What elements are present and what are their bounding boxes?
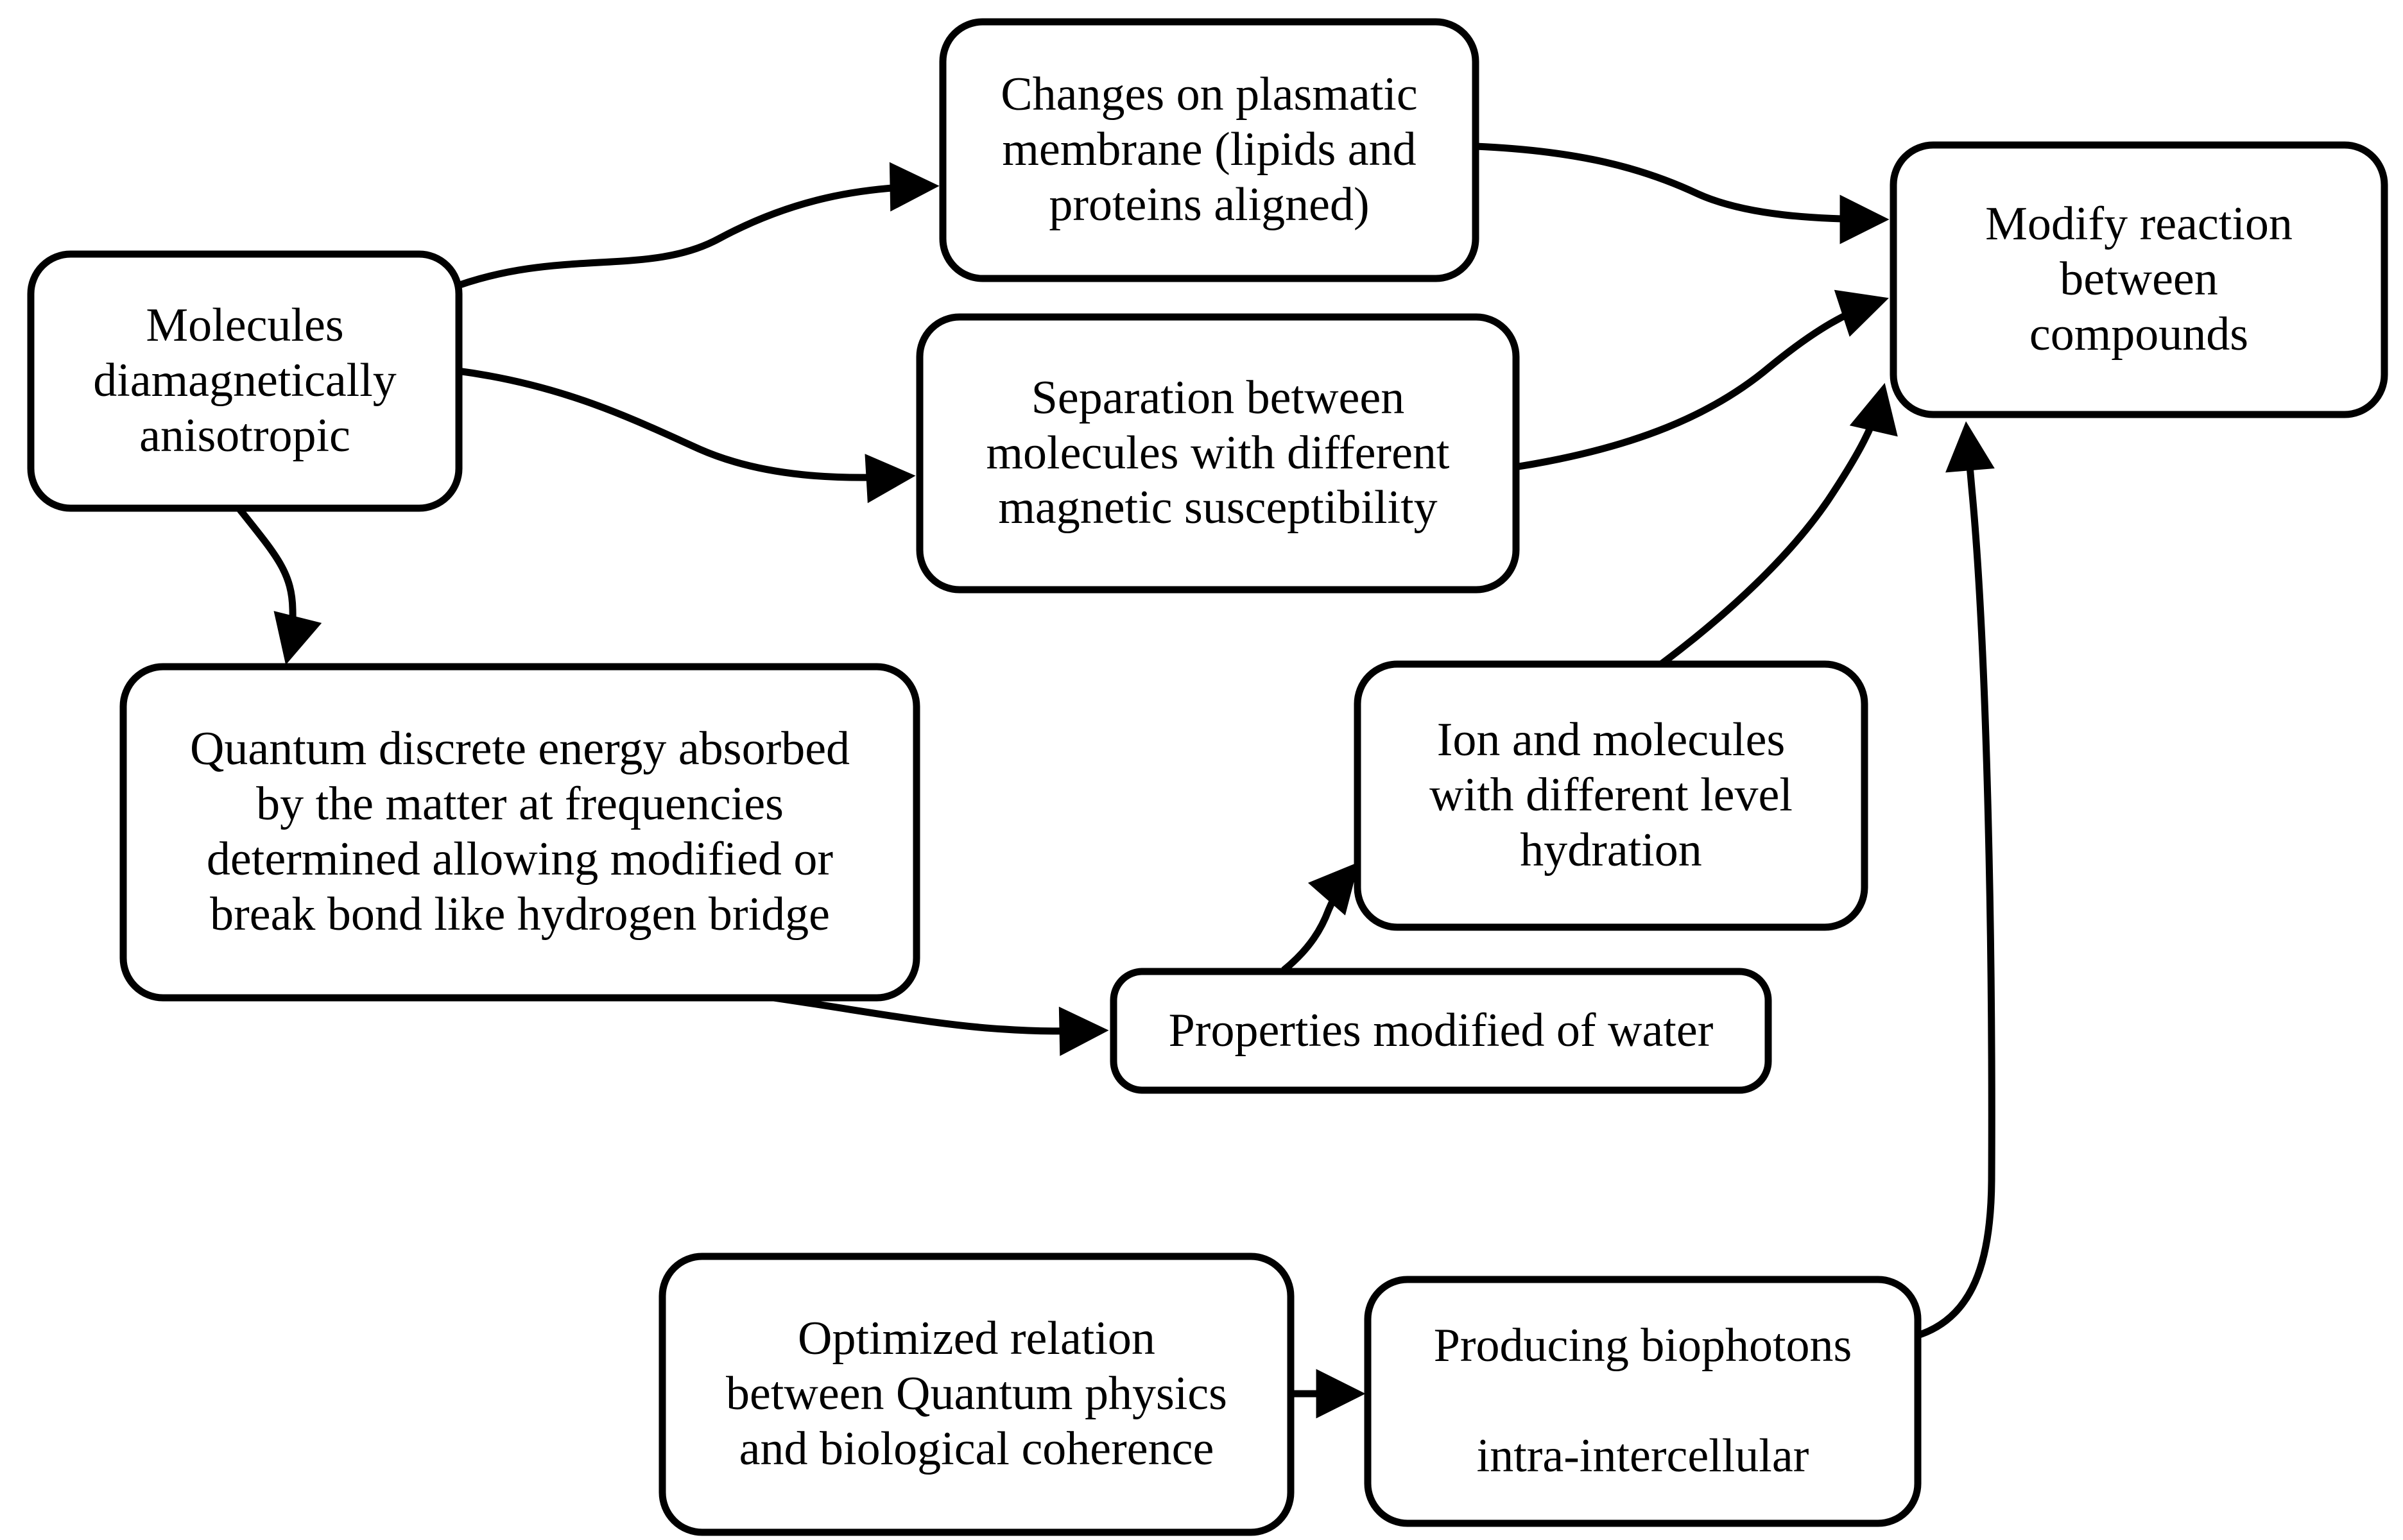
edge-quantum-energy-to-water-properties [760,992,1109,1056]
node-modify-reaction-label: Modify reaction between compounds [1985,198,2293,361]
node-optimized-relation-label: Optimized relation between Quantum physi… [726,1312,1227,1475]
node-molecules-box [27,250,463,512]
node-optimized-relation-box [659,1253,1295,1536]
node-changes-membrane-box [939,18,1479,282]
node-changes-membrane-label: Changes on plasmatic membrane (lipids an… [1001,68,1418,231]
node-ion-hydration-box [1354,660,1868,931]
edge-ion-hydration-to-modify-reaction [1658,382,1898,667]
node-molecules: Molecules diamagnetically anisotropic [27,250,463,512]
node-modify-reaction: Modify reaction between compounds [1890,141,2388,418]
edge-water-properties-to-ion-hydration [1281,862,1359,973]
node-separation-label: Separation between molecules with differ… [986,371,1450,535]
node-quantum-energy: Quantum discrete energy absorbed by the … [119,663,920,1002]
node-water-properties-box [1110,968,1772,1094]
node-biophotons-box [1364,1276,1922,1527]
nodes: Molecules diamagnetically anisotropic Ch… [27,18,2388,1536]
edge-molecules-to-quantum-energy [236,506,322,665]
node-optimized-relation: Optimized relation between Quantum physi… [659,1253,1295,1536]
node-biophotons-label: Producing biophotons intra-intercellular [1433,1319,1852,1482]
node-ion-hydration-label: Ion and molecules with different level h… [1429,714,1793,877]
node-separation: Separation between molecules with differ… [916,313,1520,594]
node-quantum-energy-box [119,663,920,1002]
node-molecules-label: Molecules diamagnetically anisotropic [93,299,397,462]
node-changes-membrane: Changes on plasmatic membrane (lipids an… [939,18,1479,282]
node-water-properties-label: Properties modified of water [1168,1004,1714,1057]
edge-molecules-to-separation [457,367,916,504]
edge-molecules-to-changes-membrane [448,162,940,293]
edges [236,142,1995,1419]
node-quantum-energy-label: Quantum discrete energy absorbed by the … [189,723,850,941]
edge-changes-membrane-to-modify-reaction [1475,142,1890,244]
node-biophotons: Producing biophotons intra-intercellular [1364,1276,1922,1527]
node-modify-reaction-box [1890,141,2388,418]
node-separation-box [916,313,1520,594]
node-ion-hydration: Ion and molecules with different level h… [1354,660,1868,931]
edge-biophotons-to-modify-reaction [1915,421,1995,1340]
node-water-properties: Properties modified of water [1110,968,1772,1094]
edge-separation-to-modify-reaction [1514,289,1889,471]
